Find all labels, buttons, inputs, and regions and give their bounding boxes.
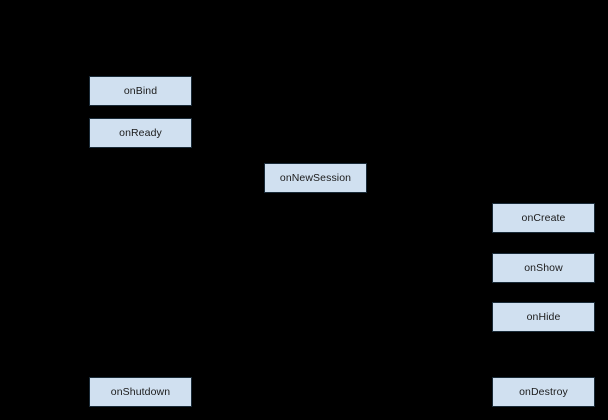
node-oncreate[interactable]: onCreate <box>492 203 595 233</box>
node-onnewsession-label: onNewSession <box>279 171 352 184</box>
node-onready[interactable]: onReady <box>89 118 192 148</box>
node-ondestroy-label: onDestroy <box>519 385 568 398</box>
node-onready-label: onReady <box>119 126 162 139</box>
node-onshutdown-label: onShutdown <box>110 385 171 398</box>
node-onhide-label: onHide <box>526 310 561 323</box>
node-onshow[interactable]: onShow <box>492 253 595 283</box>
node-onnewsession[interactable]: onNewSession <box>264 163 367 193</box>
node-onbind[interactable]: onBind <box>89 76 192 106</box>
node-oncreate-label: onCreate <box>521 211 566 224</box>
node-onhide[interactable]: onHide <box>492 302 595 332</box>
node-onshutdown[interactable]: onShutdown <box>89 377 192 407</box>
node-onshow-label: onShow <box>524 261 563 274</box>
node-onbind-label: onBind <box>123 84 158 97</box>
node-ondestroy[interactable]: onDestroy <box>492 377 595 407</box>
